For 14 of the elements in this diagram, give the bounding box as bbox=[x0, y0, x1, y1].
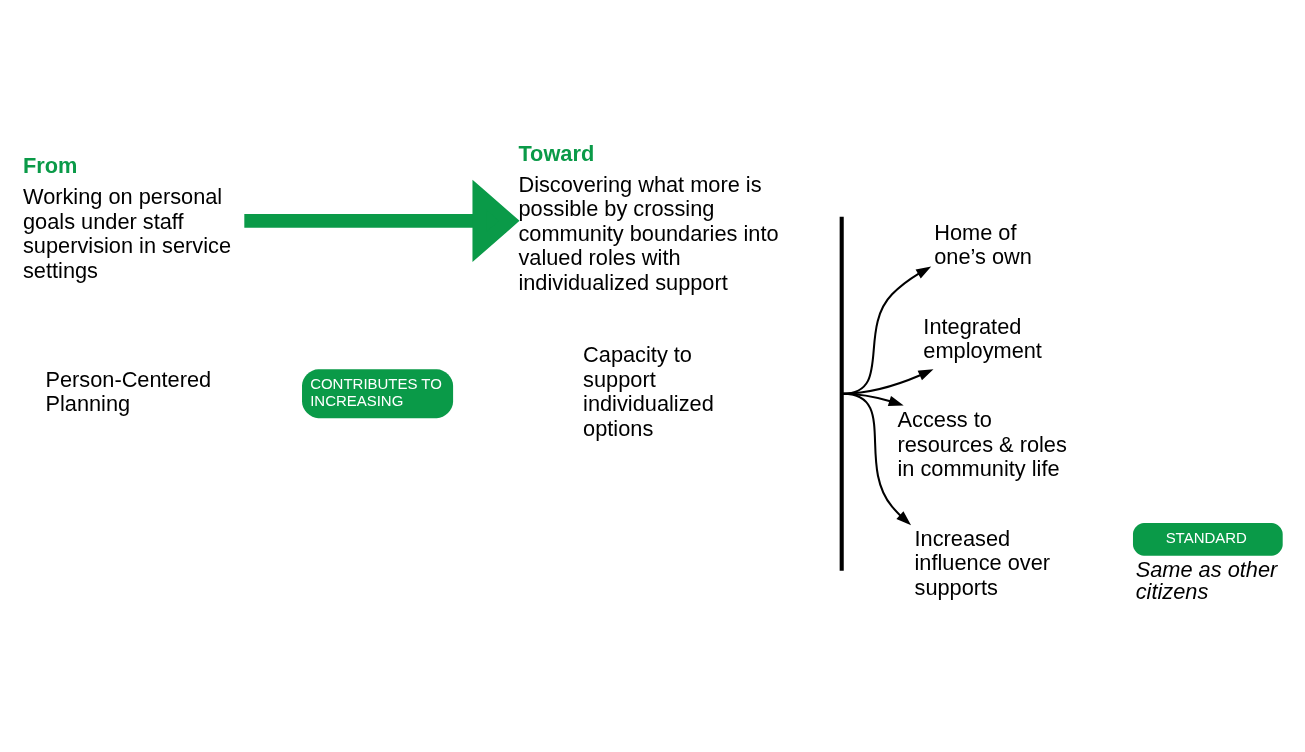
node-box: STANDARD bbox=[1132, 523, 1283, 556]
arrow bbox=[842, 392, 912, 526]
node-text: Integrated employment bbox=[923, 313, 1042, 364]
node-text: Home of one’s own bbox=[934, 219, 1032, 270]
node-text: Person-Centered Planning bbox=[45, 366, 212, 417]
node-label: Same as other citizens bbox=[1135, 557, 1278, 604]
node-text: From Working on personal goals under staff supervision in service settings bbox=[22, 152, 232, 283]
arrow bbox=[244, 179, 520, 263]
node-box: CONTRIBUTES TO INCREASING bbox=[302, 369, 454, 419]
node-bar bbox=[839, 216, 844, 571]
node-text: Toward Discovering what more is possible by crossing community boundaries into valued roles with individualized support bbox=[518, 140, 779, 295]
node-text: Capacity to support individualized options bbox=[583, 342, 714, 441]
node-text: Increased influence over supports bbox=[914, 525, 1051, 600]
node-text: Access to resources & roles in community life bbox=[897, 407, 1067, 482]
